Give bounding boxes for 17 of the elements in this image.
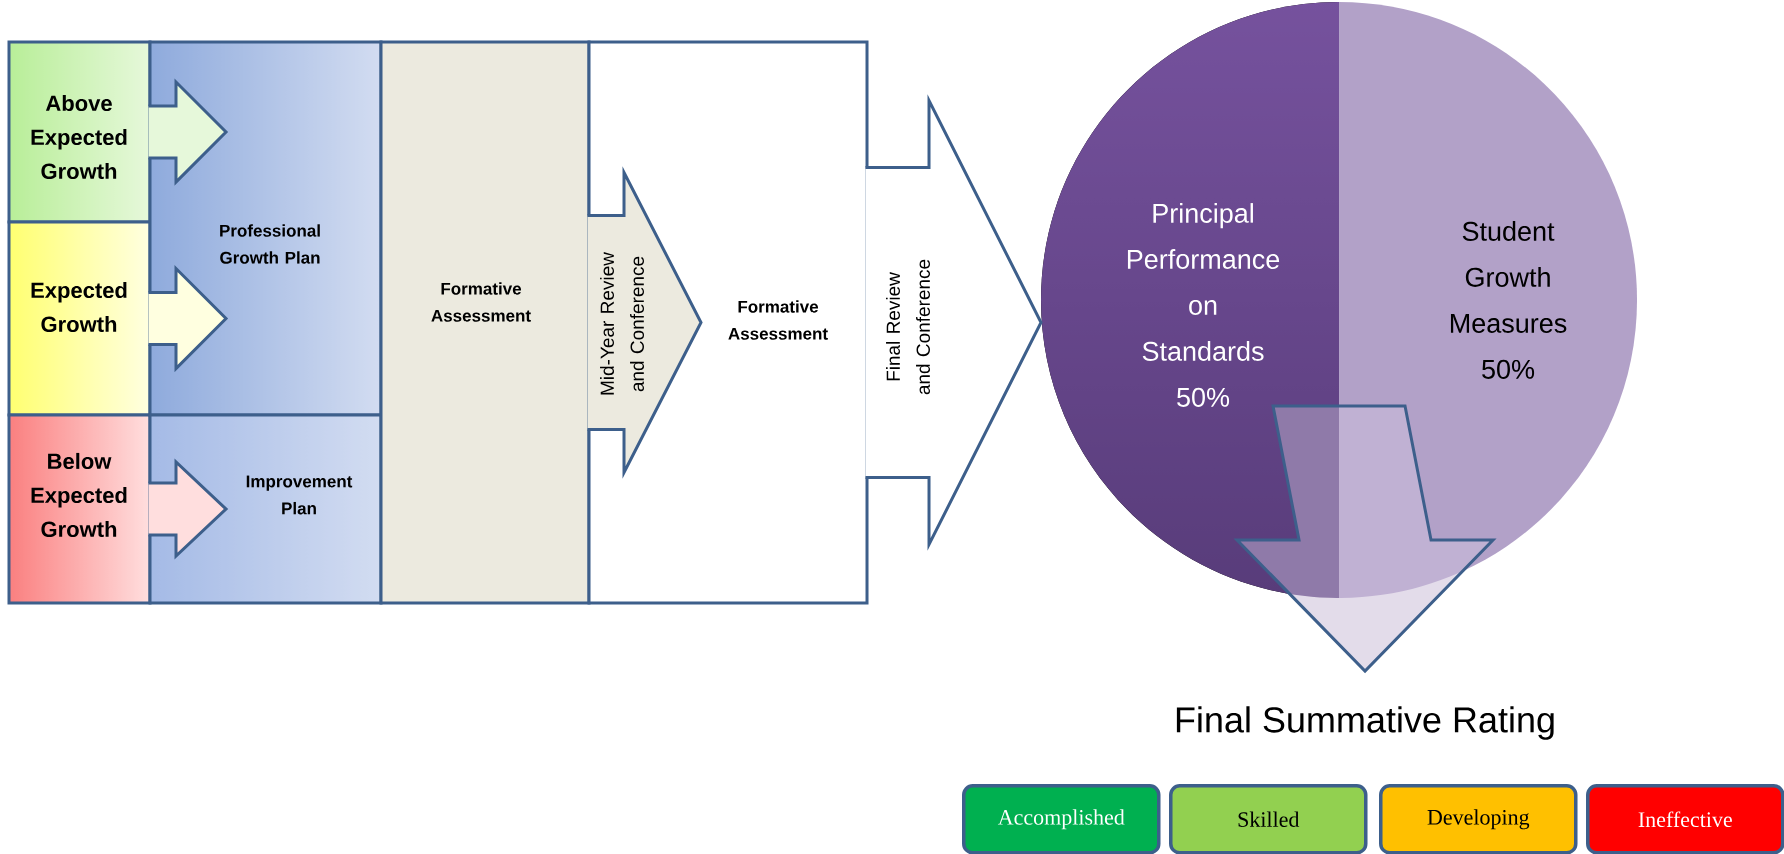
growth-box: Expected Growth [7, 220, 152, 417]
growth-box: Above Expected Growth [7, 40, 152, 224]
growth-box: Below Expected Growth [7, 413, 152, 605]
rating-box: Skilled [1169, 784, 1368, 854]
rating-box: Ineffective [1586, 784, 1784, 854]
rating-box: Developing [1379, 784, 1578, 854]
pie-chart: Principal Performance on Standards 50% Student Growth Measures 50% [1041, 2, 1637, 598]
block-arrow [1233, 404, 1497, 674]
block-arrow [147, 264, 229, 373]
node-label: Student Growth Measures 50% [1450, 221, 1567, 379]
edge-label: Final Review and Conference [884, 249, 932, 405]
rating-box: Accomplished [962, 784, 1161, 854]
plan-box: Improvement Plan [148, 413, 383, 605]
block-arrow [147, 458, 229, 560]
rating-title: Final Summative Rating [1176, 706, 1554, 740]
block-arrow [147, 78, 229, 186]
edge-label: Mid-Year Review and Conference [598, 247, 646, 401]
